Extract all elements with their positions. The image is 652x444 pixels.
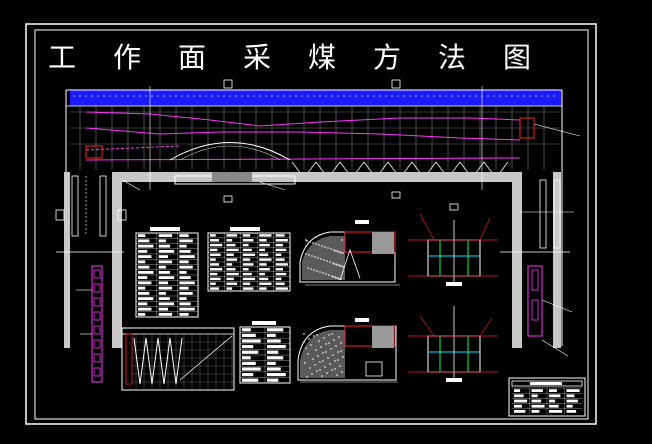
title-char-4: 采 xyxy=(243,41,272,74)
working-face-plan xyxy=(64,79,581,348)
title-char-7: 法 xyxy=(438,41,467,74)
coal-seam-hatch xyxy=(73,95,555,97)
shearer-arc xyxy=(169,142,291,161)
outer-frame xyxy=(25,23,597,425)
equipment-table-1 xyxy=(135,227,199,318)
title-char-5: 煤 xyxy=(308,41,337,74)
right-roadway-section xyxy=(500,179,574,357)
coal-seam-band xyxy=(70,90,562,106)
title-char-8: 图 xyxy=(503,41,532,74)
support-line-lower xyxy=(85,127,521,141)
cross-section-lower xyxy=(297,318,398,383)
right-support-stack xyxy=(527,265,543,337)
main-roadway-top xyxy=(112,172,522,182)
support-detail-lower xyxy=(408,306,498,382)
face-grid-lines xyxy=(70,106,560,170)
main-roadway-left xyxy=(112,172,122,348)
cycle-operation-chart xyxy=(121,327,235,391)
support-detail-upper xyxy=(408,203,498,286)
main-roadway-right xyxy=(512,172,522,348)
equipment-table-3 xyxy=(239,321,291,384)
title-char-6: 方 xyxy=(373,41,402,74)
support-line-upper xyxy=(85,111,521,127)
title-char-1: 工 xyxy=(48,41,77,74)
title-char-2: 作 xyxy=(113,41,142,74)
title-block xyxy=(508,377,586,417)
left-roadway-section xyxy=(55,175,127,383)
inner-frame xyxy=(34,29,589,420)
equipment-table-2 xyxy=(207,227,291,292)
left-support-stack xyxy=(91,265,103,383)
title-char-3: 面 xyxy=(178,41,207,74)
cross-section-upper xyxy=(299,220,400,286)
